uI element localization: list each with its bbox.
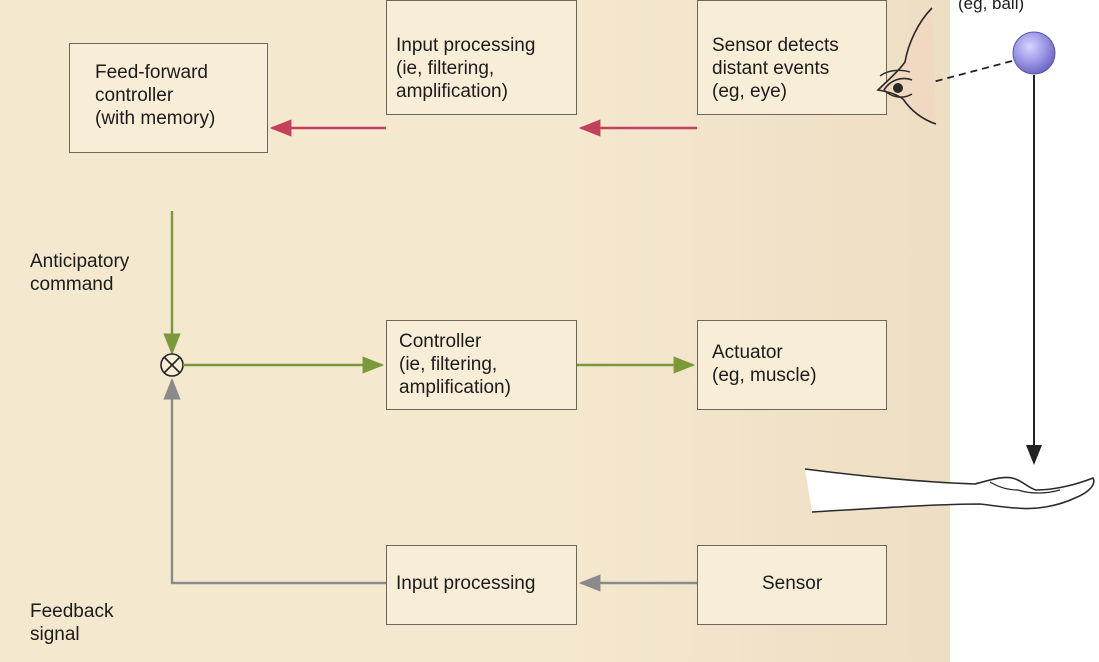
feedback-signal-line2: signal: [30, 624, 80, 645]
input-processing-bottom-box: Input processing: [386, 545, 577, 625]
ff-controller-line3: (with memory): [95, 108, 216, 129]
input-processing-bottom-line1: Input processing: [396, 573, 536, 594]
ball-label: (eg, ball): [958, 0, 1025, 13]
sensor-distant-line1: Sensor detects: [712, 35, 839, 56]
anticipatory-command-line2: command: [30, 274, 114, 295]
controller-line3: amplification): [399, 377, 511, 398]
input-processing-top-line1: Input processing: [396, 35, 536, 56]
input-processing-top-line2: (ie, filtering,: [396, 58, 495, 79]
actuator-line2: (eg, muscle): [712, 365, 817, 386]
ball-icon: [1012, 31, 1056, 75]
input-processing-top-line3: amplification): [396, 81, 508, 102]
sensor-distant-line2: distant events: [712, 58, 830, 79]
actuator-line1: Actuator: [712, 342, 783, 363]
controller-line2: (ie, filtering,: [399, 354, 498, 375]
sensor-box: Sensor: [697, 545, 887, 625]
arrow-feedback-signal: [163, 377, 386, 585]
sensor-line1: Sensor: [762, 573, 823, 594]
sensor-distant-line3: (eg, eye): [712, 81, 787, 102]
hand-icon: [804, 468, 1095, 513]
sensor-distant-events-box: Sensor detects distant events (eg, eye): [697, 0, 887, 115]
controller-line1: Controller: [399, 331, 482, 352]
actuator-box: Actuator (eg, muscle): [697, 320, 887, 410]
summing-junction-icon: [160, 353, 184, 377]
controller-box: Controller (ie, filtering, amplification…: [386, 320, 577, 410]
ff-controller-line1: Feed-forward: [95, 62, 208, 83]
input-processing-top-box: Input processing (ie, filtering, amplifi…: [386, 0, 577, 115]
feed-forward-controller-box: Feed-forward controller (with memory): [69, 43, 268, 153]
anticipatory-command-line1: Anticipatory: [30, 251, 130, 272]
eye-icon: [876, 7, 937, 125]
ff-controller-line2: controller: [95, 85, 174, 106]
feedback-signal-line1: Feedback: [30, 601, 114, 622]
